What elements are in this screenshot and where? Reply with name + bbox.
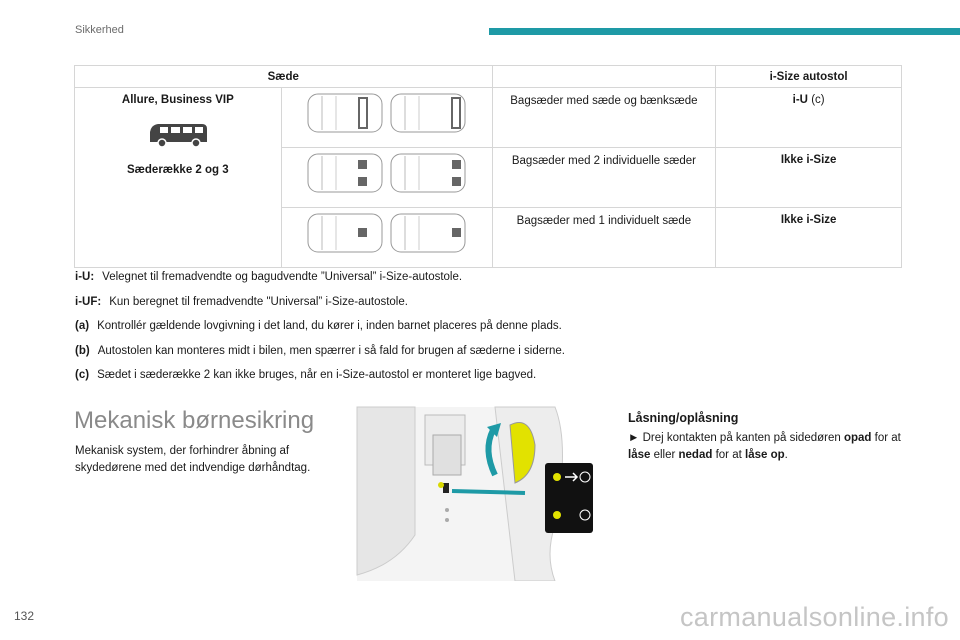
seat-description: Bagsæder med 2 individuelle sæder (491, 147, 717, 208)
seat-diagram-2 (280, 147, 493, 208)
car-top-view-icon (390, 153, 466, 193)
footnotes: i-U: Velegnet til fremadvendte og bagudve… (75, 271, 905, 394)
note-text: Kun beregnet til fremadvendte "Universal… (109, 295, 408, 308)
seat-diagram-3 (280, 207, 493, 268)
seat-table: Sæde i-Size autostol Allure, Business VI… (74, 65, 902, 268)
instruction-text: for at (871, 432, 901, 444)
header-seat: Sæde (74, 65, 493, 88)
table-header-row: Sæde i-Size autostol (74, 65, 902, 88)
list-item: i-U: Velegnet til fremadvendte og bagudve… (75, 271, 905, 296)
model-name: Allure, Business VIP (121, 94, 234, 106)
note-text: Kontrollér gældende lovgivning i det lan… (97, 320, 562, 332)
car-top-view-icon (307, 213, 383, 253)
table-row: Bagsæder med 2 individuelle sæder Ikke i… (75, 147, 902, 208)
section-intro: Mekanisk system, der forhindrer åbning a… (75, 445, 311, 474)
isize-value: i-U (c) (715, 87, 902, 148)
note-key: (a) (75, 320, 90, 332)
list-item: (c) Sædet i sæderække 2 kan ikke bruges, … (75, 369, 905, 394)
instruction-text: . (784, 449, 788, 461)
child-lock-illustration (355, 405, 607, 582)
header-isize: i-Size autostol (715, 65, 902, 88)
isize-value-key: i-U (792, 94, 808, 106)
isize-value-key: Ikke i-Size (780, 214, 837, 226)
car-top-view-icon (390, 213, 466, 253)
watermark: carmanualsonline.info (680, 602, 949, 632)
lock-subheading: Låsning/oplåsning (628, 411, 739, 425)
instruction-bold: nedad (678, 449, 713, 461)
header-accent-bar (489, 28, 960, 35)
bullet-arrow-icon: ► (628, 432, 640, 444)
instruction-text: for at (712, 449, 745, 461)
isize-value: Ikke i-Size (715, 207, 902, 268)
note-key: i-UF: (75, 295, 102, 308)
table-row: Allure, Business VIP Sæderække 2 og 3 (74, 87, 902, 268)
list-item: i-UF: Kun beregnet til fremadvendte "Univ… (75, 296, 905, 321)
van-icon (146, 120, 210, 150)
isize-value: Ikke i-Size (715, 147, 902, 208)
note-key: (b) (75, 344, 90, 357)
seat-description: Bagsæder med 1 individuelt sæde (491, 207, 717, 268)
note-key: i-U: (75, 271, 95, 283)
list-item: (a) Kontrollér gældende lovgivning i det … (75, 320, 905, 345)
instruction-bold: låse (628, 449, 651, 461)
header-seat-empty (491, 65, 717, 88)
note-text: Sædet i sæderække 2 kan ikke bruges, når… (97, 369, 537, 381)
section-heading: Mekanisk børnesikring (74, 407, 315, 434)
section-label: Sikkerhed (75, 24, 124, 36)
isize-value-key: Ikke i-Size (780, 154, 837, 166)
car-top-view-icon (307, 93, 383, 133)
instruction-bold: opad (843, 432, 872, 444)
seat-diagram-1 (280, 87, 493, 148)
note-text: Velegnet til fremadvendte og bagudvendte… (102, 271, 463, 283)
note-text: Autostolen kan monteres midt i bilen, me… (97, 344, 565, 357)
table-row: Bagsæder med 1 individuelt sæde Ikke i-S… (75, 207, 902, 268)
car-top-view-icon (307, 153, 383, 193)
car-top-view-icon (390, 93, 466, 133)
note-key: (c) (75, 369, 90, 381)
instruction-text: eller (650, 449, 679, 461)
isize-value-note: (c) (808, 94, 825, 106)
seat-rows-label: Sæderække 2 og 3 (127, 164, 229, 176)
instruction-text: Drej kontakten på kanten på sidedøren (639, 432, 844, 444)
model-cell: Allure, Business VIP Sæderække 2 og 3 (74, 87, 282, 268)
list-item: (b) Autostolen kan monteres midt i bilen,… (75, 345, 905, 370)
seat-description: Bagsæder med sæde og bænksæde (491, 87, 717, 148)
lock-instruction: ► Drej kontakten på kanten på sidedøren … (628, 430, 908, 464)
page-number: 132 (14, 609, 35, 623)
instruction-bold: låse op (745, 449, 785, 461)
